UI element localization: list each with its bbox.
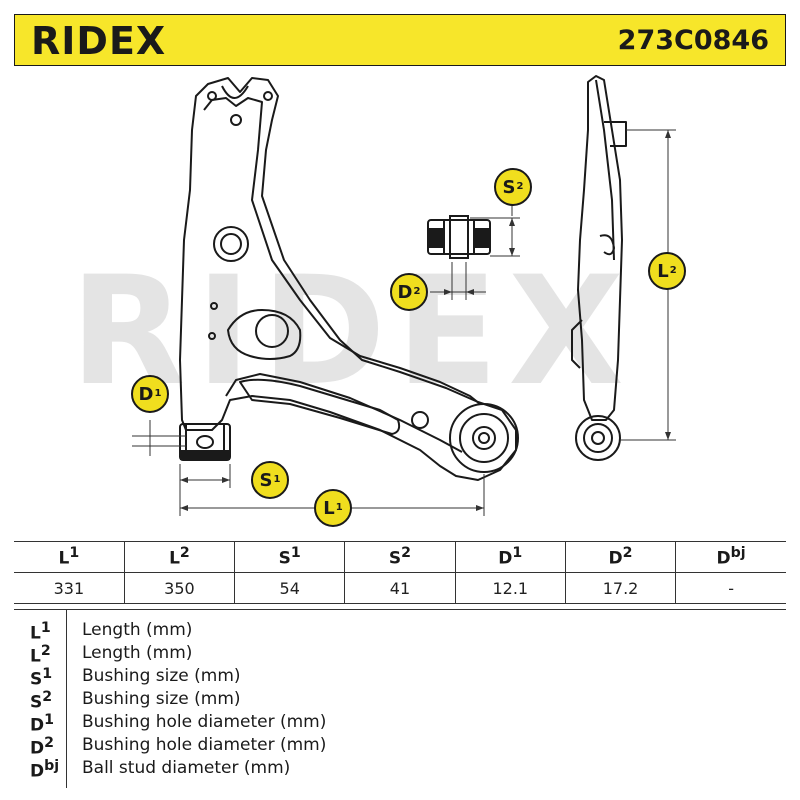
legend-row: S2 Bushing size (mm) <box>30 689 241 713</box>
value-d1: 12.1 <box>454 572 566 604</box>
legend-row: L2 Length (mm) <box>30 643 193 667</box>
value-l1: 331 <box>14 572 125 604</box>
side-view-arm <box>577 75 623 421</box>
legend-row: D1 Bushing hole diameter (mm) <box>30 712 327 736</box>
value-dbj: - <box>675 572 786 604</box>
value-s2: 41 <box>344 572 456 604</box>
legend-divider <box>66 610 67 788</box>
brand-logo: RIDEX <box>31 19 167 63</box>
legend: L1 Length (mm) L2 Length (mm) S1 Bushing… <box>14 609 786 788</box>
side-ball-joint <box>575 415 621 461</box>
arm-slot <box>239 378 401 435</box>
legend-row: S1 Bushing size (mm) <box>30 666 241 690</box>
value-d2: 17.2 <box>564 572 677 604</box>
value-s1: 54 <box>234 572 346 604</box>
legend-row: Dbj Ball stud diameter (mm) <box>30 758 291 782</box>
spec-value-row: 331 350 54 41 12.1 17.2 - <box>14 572 786 604</box>
legend-row: L1 Length (mm) <box>30 620 193 644</box>
header-l1: L1 <box>14 541 125 573</box>
header-bar: RIDEX 273C0846 <box>14 14 786 66</box>
arm-lower-inner <box>225 373 463 453</box>
value-l2: 350 <box>123 572 236 604</box>
header-l2: L2 <box>123 541 236 573</box>
spec-table: L1 L2 S1 S2 D1 D2 Dbj 331 350 54 41 12.1… <box>14 541 786 604</box>
header-dbj: Dbj <box>675 541 786 573</box>
part-number: 273C0846 <box>617 25 769 56</box>
legend-row: D2 Bushing hole diameter (mm) <box>30 735 327 759</box>
spec-header-row: L1 L2 S1 S2 D1 D2 Dbj <box>14 541 786 573</box>
header-d1: D1 <box>454 541 566 573</box>
upper-hole <box>213 226 249 262</box>
arm-inner-line <box>203 97 481 405</box>
ball-joint-stud <box>472 426 496 450</box>
middle-cutout <box>227 309 302 360</box>
control-arm-drawing <box>132 75 676 516</box>
header-d2: D2 <box>564 541 677 573</box>
header-s2: S2 <box>344 541 456 573</box>
ball-joint-outer <box>449 403 519 473</box>
header-s1: S1 <box>234 541 346 573</box>
